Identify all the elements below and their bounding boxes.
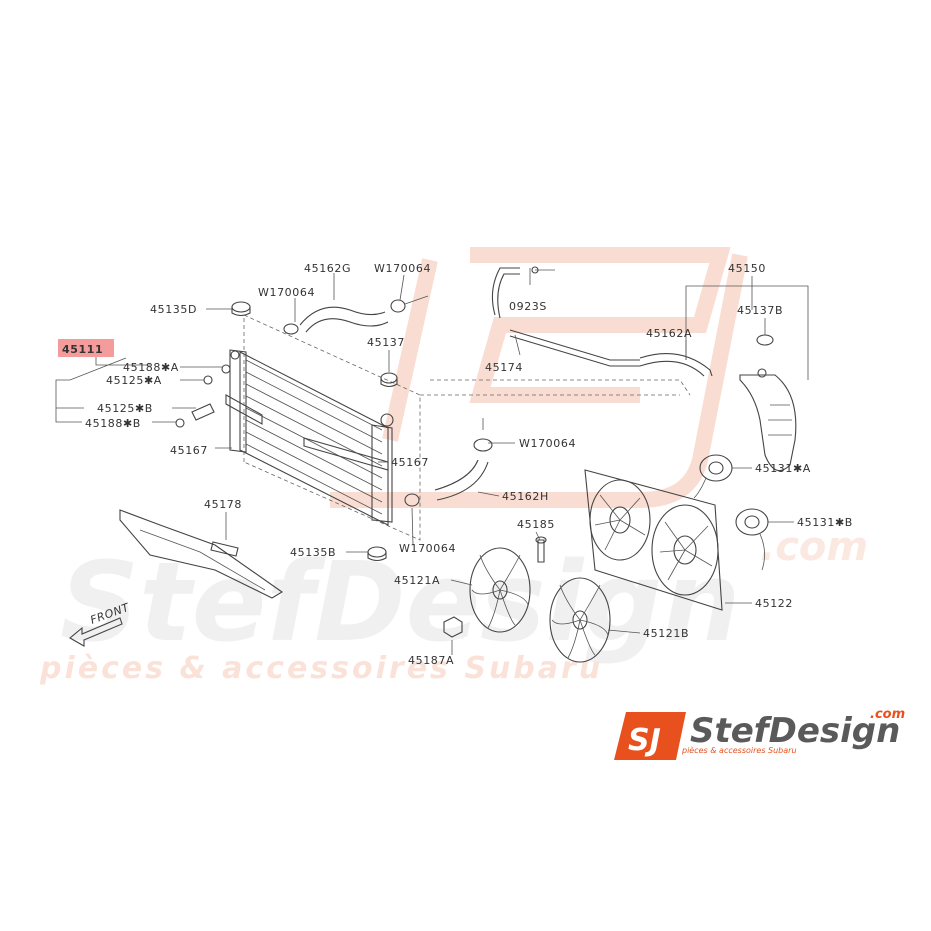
label-45121A: 45121A	[394, 574, 440, 587]
nut-45187A	[443, 616, 463, 638]
logo-badge-shape	[614, 712, 686, 760]
leader-lines	[55, 268, 809, 655]
label-45121B: 45121B	[643, 627, 689, 640]
logo-tagline: pièces & accessoires Subaru	[681, 745, 797, 755]
label-45185: 45185	[517, 518, 555, 531]
watermark: StefDesign .com pièces & accessoires Sub…	[39, 247, 868, 686]
label-45150: 45150	[728, 262, 766, 275]
watermark-tagline: pièces & accessoires Subaru	[39, 651, 603, 686]
fan-45121A	[469, 547, 531, 633]
logo-com: .com	[870, 707, 905, 722]
label-45125A: 45125✱A	[106, 374, 162, 387]
label-w170064-top: W170064	[374, 262, 431, 275]
watermark-brand: StefDesign	[60, 538, 740, 666]
label-45162H: 45162H	[502, 490, 549, 503]
reservoir	[739, 334, 797, 472]
bolt-45185	[535, 536, 547, 563]
label-45167-right: 45167	[391, 456, 429, 469]
label-45135D: 45135D	[150, 303, 197, 316]
label-w170064-left: W170064	[258, 286, 315, 299]
label-45131A: 45131✱A	[755, 462, 811, 475]
cap-45135D	[231, 301, 251, 317]
fan-shroud	[584, 469, 723, 611]
bolts-left	[175, 364, 231, 428]
label-45187A: 45187A	[408, 654, 454, 667]
baffle-45178	[119, 509, 284, 599]
part-labels: 45162G W170064 W170064 45135D 0923S 4515…	[62, 262, 853, 667]
label-45122: 45122	[755, 597, 793, 610]
label-w170064-mid: W170064	[519, 437, 576, 450]
label-45162A: 45162A	[646, 327, 692, 340]
label-45125B: 45125✱B	[97, 402, 153, 415]
brand-logo: SJ StefDesign .com pièces & accessoires …	[614, 707, 905, 760]
label-45178: 45178	[204, 498, 242, 511]
hose-45162G	[283, 295, 429, 335]
logo-brand: StefDesign	[690, 711, 900, 751]
label-0923S: 0923S	[509, 300, 547, 313]
hose-45174	[491, 266, 713, 377]
label-45167-left: 45167	[170, 444, 208, 457]
cap-45137	[380, 372, 398, 388]
label-45111: 45111	[62, 343, 103, 356]
radiator	[225, 349, 394, 526]
label-45188A: 45188✱A	[123, 361, 179, 374]
hose-45162H	[404, 418, 493, 507]
label-45162G: 45162G	[304, 262, 351, 275]
watermark-com: .com	[760, 524, 868, 570]
label-45131B: 45131✱B	[797, 516, 853, 529]
logo-badge-text: SJ	[628, 723, 661, 758]
highlight-box	[58, 339, 114, 357]
fan-45121B	[549, 577, 611, 663]
label-45135B: 45135B	[290, 546, 336, 559]
label-45137: 45137	[367, 336, 405, 349]
label-45174: 45174	[485, 361, 523, 374]
label-w170064-bottom: W170064	[399, 542, 456, 555]
label-45137B: 45137B	[737, 304, 783, 317]
label-45188B: 45188✱B	[85, 417, 141, 430]
